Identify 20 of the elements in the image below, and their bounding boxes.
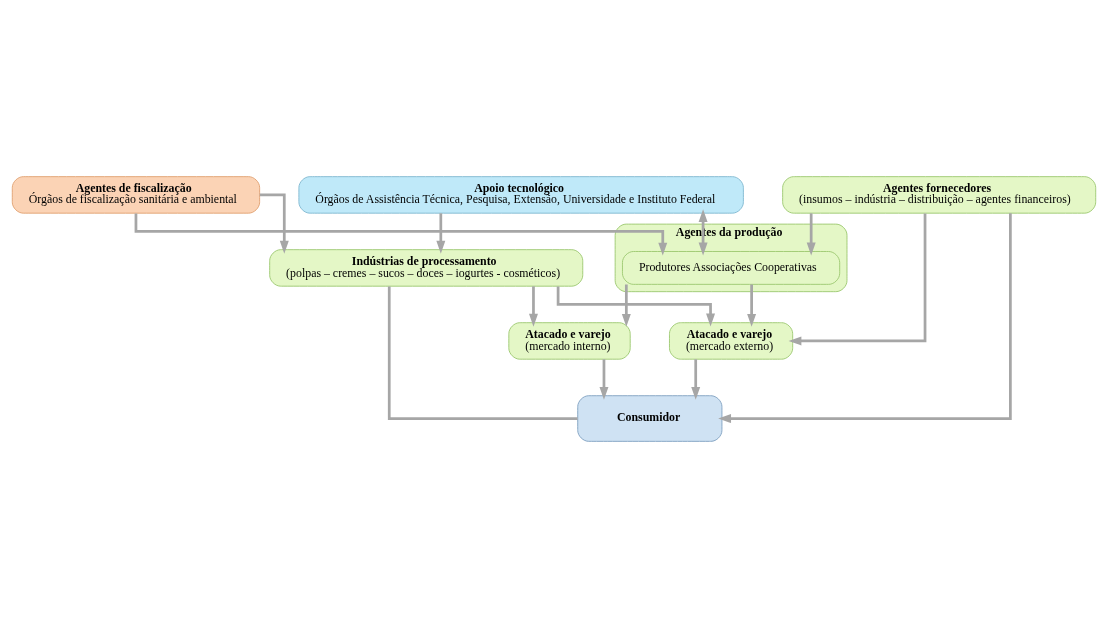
arrow — [259, 193, 289, 254]
arrow — [718, 212, 1012, 423]
arrow — [806, 212, 816, 255]
node-box: Agentes de fiscalização Órgãos de fiscalização sanitária e ambiental — [11, 175, 261, 214]
node-box: Atacado e varejo (mercado externo) — [669, 321, 794, 360]
arrow — [788, 212, 927, 345]
node-box: Agentes fornecedores (insumos – indústria – distribuição – agentes financeiros) — [782, 175, 1097, 214]
node-box: Consumidor — [577, 394, 723, 442]
arrow — [436, 212, 446, 254]
node-box: Atacado e varejo (mercado interno) — [508, 321, 631, 360]
node-box: Produtores Associações Cooperativas — [622, 250, 841, 285]
node-box: Apoio tecnológico Órgãos de Assistência Técnica, Pesquisa, Extensão, Universidade e Instituto Federal — [298, 175, 744, 214]
arrow — [599, 358, 609, 400]
arrow — [621, 284, 631, 327]
arrow — [691, 358, 701, 400]
node-box: Indústrias de processamento (polpas – cremes – sucos – doces – iogurtes - cosméticos) — [269, 248, 584, 287]
arrow — [698, 208, 708, 255]
arrow — [747, 284, 757, 327]
connector — [387, 285, 578, 420]
arrow — [529, 285, 538, 327]
